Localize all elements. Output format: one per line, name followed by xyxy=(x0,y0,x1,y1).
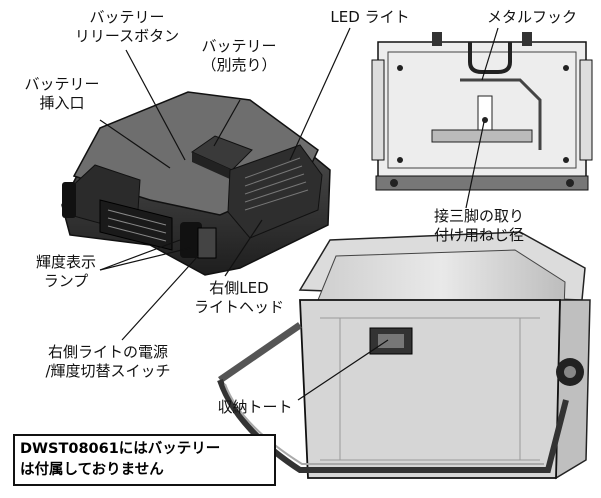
light-unit-rear xyxy=(371,32,593,191)
label-battery-slot: バッテリー 挿入口 xyxy=(24,75,100,112)
light-unit-front xyxy=(61,91,331,276)
label-led-light: LED ライト xyxy=(330,8,410,26)
label-battery-release-button: バッテリー リリースボタン xyxy=(74,8,180,45)
label-power-brightness-switch: 右側ライトの電源 /輝度切替スイッチ xyxy=(45,343,171,380)
label-brightness-indicator-lamp: 輝度表示 ランプ xyxy=(35,253,96,290)
label-right-led-light-head: 右側LED ライトヘッド xyxy=(193,279,284,316)
storage-tote xyxy=(217,231,591,480)
label-battery-sold-separately: バッテリー （別売り） xyxy=(201,37,277,74)
label-metal-hook: メタルフック xyxy=(486,8,577,26)
label-tripod-mount-thread: 接三脚の取り 付け用ねじ径 xyxy=(433,207,524,244)
label-storage-tote: 収納トート xyxy=(217,398,293,416)
battery-not-included-note: DWST08061にはバッテリー は付属しておりません xyxy=(13,434,276,486)
leader-lines xyxy=(99,27,499,401)
